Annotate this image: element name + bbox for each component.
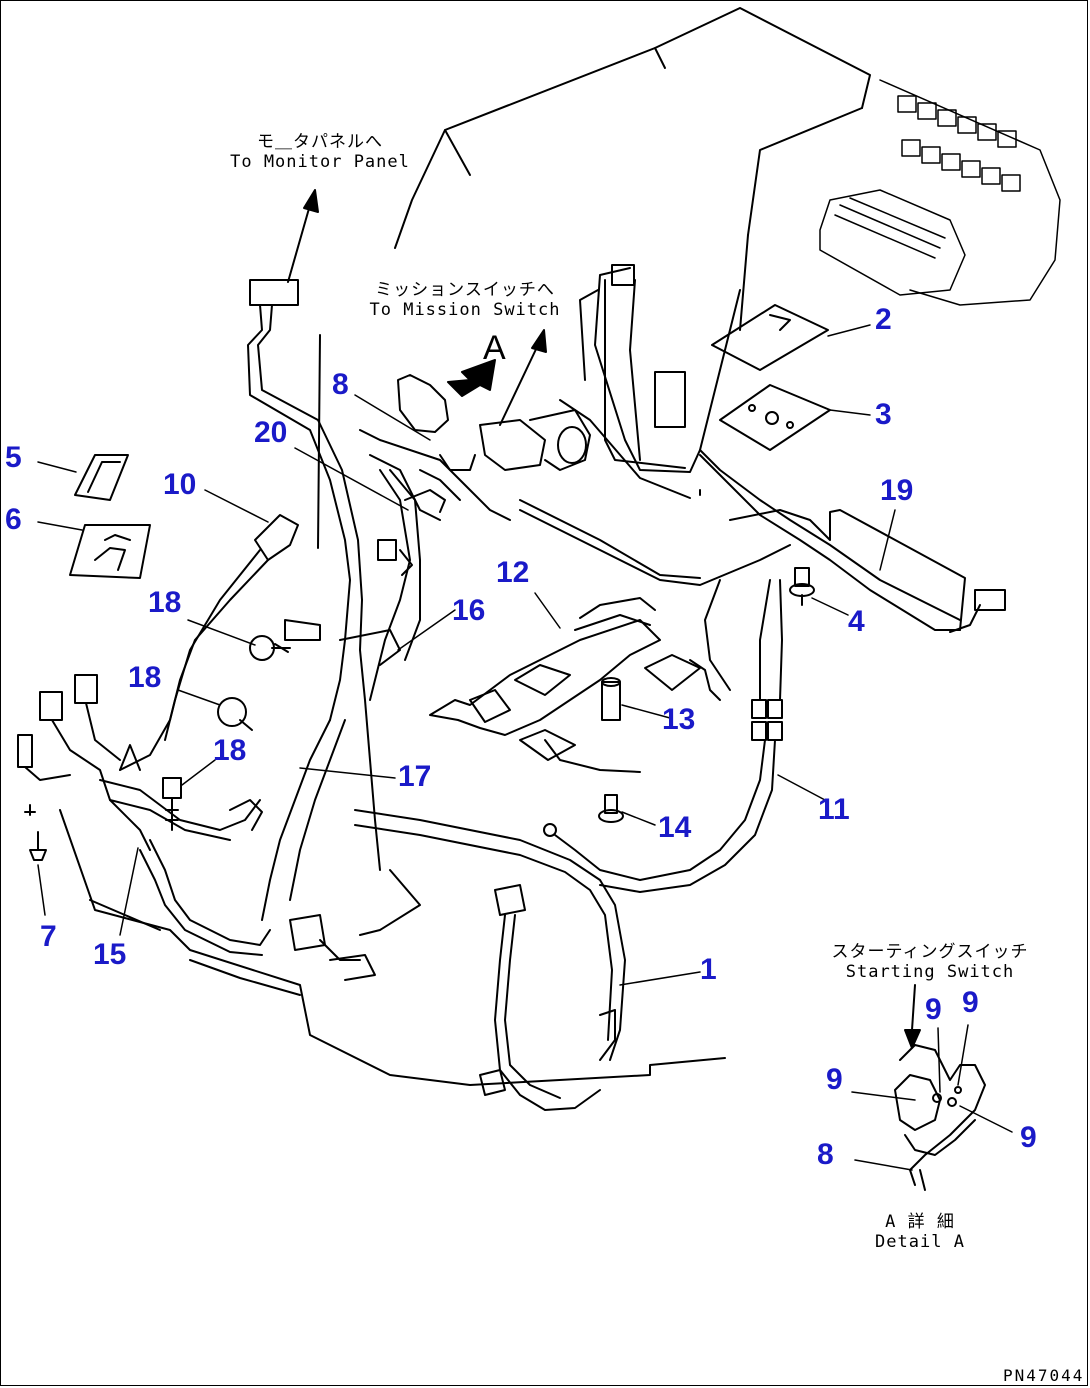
callout-12: 12 [496,556,530,589]
callout-16: 16 [452,594,486,627]
note-detail-a: A 詳 細 Detail A [860,1212,980,1252]
note-detail-a-en: Detail A [875,1232,965,1252]
parts-18 [162,635,291,831]
note-monitor-panel: モ＿タパネルへ To Monitor Panel [215,132,425,172]
callout-5: 5 [5,441,22,474]
callout-18a: 18 [148,586,182,619]
floor-and-harness-1 [59,809,726,1111]
callout-18c: 18 [213,734,247,767]
callout-19: 19 [880,474,914,507]
callout-11: 11 [818,793,850,826]
harness-15 [17,674,271,956]
leader-lines [37,324,1013,1171]
callout-4: 4 [848,605,865,638]
callout-14: 14 [658,811,692,844]
callout-9a: 9 [925,993,942,1026]
cab-outline [317,7,871,549]
fuse-box [819,79,1061,306]
callout-1: 1 [700,953,717,986]
note-monitor-panel-en: To Monitor Panel [230,152,410,172]
plates [711,304,831,451]
callout-13: 13 [662,703,696,736]
brackets-5-6 [69,454,151,579]
callout-9d: 9 [1020,1121,1037,1154]
callout-18b: 18 [128,661,162,694]
callout-6: 6 [5,503,22,536]
harness-11 [543,579,783,893]
callout-7: 7 [40,920,57,953]
mission-switch-area [359,374,591,521]
harness-right [519,264,1006,633]
callout-9c: 9 [826,1063,843,1096]
callout-17: 17 [398,760,432,793]
callout-8: 8 [332,368,349,401]
view-a-label: A [483,329,506,367]
drawing-code: PN47044 [1003,1366,1085,1385]
callout-2: 2 [875,303,892,336]
callout-15: 15 [93,938,127,971]
note-mission-switch-jp: ミッションスイッチへ [375,280,555,300]
callout-10: 10 [163,468,197,501]
note-detail-a-jp: A 詳 細 [885,1212,955,1232]
callout-9b: 9 [962,986,979,1019]
harness-left [247,279,421,921]
parts-12-13-14 [429,597,721,823]
callout-8-detail: 8 [817,1138,834,1171]
note-mission-switch: ミッションスイッチへ To Mission Switch [350,280,580,320]
callout-3: 3 [875,398,892,431]
destination-arrows [287,189,547,426]
note-starting-switch-en: Starting Switch [845,962,1015,982]
detail-a-switch [894,984,986,1191]
note-starting-switch-jp: スターティングスイッチ [831,942,1029,962]
note-mission-switch-en: To Mission Switch [369,300,561,320]
note-starting-switch: スターティングスイッチ Starting Switch [815,942,1045,982]
connector-10 [119,514,299,771]
callout-20: 20 [254,416,288,449]
bolt-4 [789,567,815,606]
note-monitor-panel-jp: モ＿タパネルへ [257,132,383,152]
